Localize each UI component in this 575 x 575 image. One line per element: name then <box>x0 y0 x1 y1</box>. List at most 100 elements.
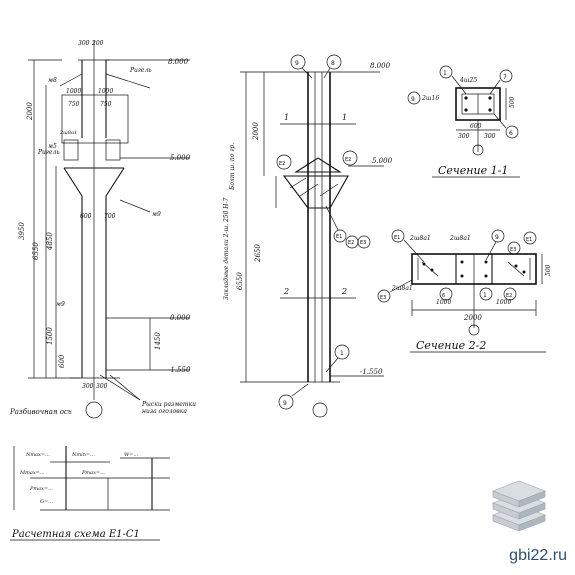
label-razb-axis: Разбивочная ось <box>9 408 72 416</box>
section-2-2 <box>377 229 546 353</box>
elev-bottom-left: -1.550 <box>168 366 191 374</box>
dim-2000: 2000 <box>26 102 34 121</box>
cut-2-right: 2 <box>341 287 347 296</box>
s22-bubble-1: 1 <box>483 292 487 299</box>
label-rigel: Ригель <box>129 67 152 74</box>
s11-note-4d25: 4ш25 <box>459 77 477 84</box>
s22-dim-500: 500 <box>545 264 552 276</box>
elev-mid-mid: 5.000 <box>372 157 393 165</box>
calc-scheme <box>10 446 170 541</box>
s22-dim-1000b: 1000 <box>496 299 511 306</box>
top-dim-a: 300 <box>78 40 90 47</box>
top-dim-b: 200 <box>91 40 104 47</box>
mid-dim-700: 700 <box>104 213 116 220</box>
section-1-1 <box>407 65 520 178</box>
label-rigel-2: Ригель <box>37 149 60 156</box>
dim-mid-2650: 2650 <box>254 244 262 263</box>
label-rebar-note: Рыски разметки <box>141 401 196 408</box>
s22-bubble-9: 9 <box>495 234 499 241</box>
left-elevation-labels: 8.000 5.000 0.000 -1.550 3950 6550 4850 … <box>9 40 196 416</box>
s22-dim-2000: 2000 <box>463 314 482 322</box>
mid-bolt-note: Болт ш. по гр. <box>229 143 236 191</box>
bubble-e2-mid: Е2 <box>348 240 354 246</box>
base-dim-300a: 300 <box>82 383 94 390</box>
s11-bubble-9: 9 <box>411 96 415 103</box>
calc-label-5: G=... <box>40 499 53 505</box>
s11-dim-300b: 300 <box>484 133 496 140</box>
middle-column-elevation <box>240 54 384 418</box>
dim-600: 600 <box>58 354 66 368</box>
label-m5: м5 <box>48 143 57 150</box>
s22-title: Сечение 2-2 <box>416 339 486 352</box>
calc-label-4: Ртах=... <box>29 486 53 492</box>
s11-bubble-1: 1 <box>443 70 447 77</box>
bubble-e2-left: Е2 <box>279 161 285 167</box>
label-m9-right: м9 <box>152 211 161 218</box>
calc-label-0: Nmax=... <box>25 452 50 458</box>
cut-1-right: 1 <box>342 113 347 122</box>
dim-4850: 4850 <box>46 232 54 251</box>
site-watermark: gbi22.ru <box>509 547 567 564</box>
section-2-2-labels: Е1 9 Е3 Е1 Е3 6 1 Е2 2000 1000 1000 500 … <box>380 234 552 352</box>
dim-1500: 1500 <box>46 327 54 345</box>
s22-bubble-e2: Е2 <box>506 293 512 299</box>
s22-dim-1000a: 1000 <box>436 299 451 306</box>
elev-mid-left: 5.000 <box>170 154 191 162</box>
s22-note-c: 2ш8а1 <box>391 285 413 292</box>
bubble-e3-mid: Е3 <box>360 240 366 246</box>
label-rebar-note-2: низа оголовка <box>142 408 187 415</box>
bubble-9-top: 9 <box>295 60 299 67</box>
dim-1450: 1450 <box>154 332 162 350</box>
calc-title: Расчетная схема Е1-С1 <box>11 529 140 540</box>
calc-label-1: Nmin=... <box>71 452 95 458</box>
label-bar-note: 2ш8а1 <box>59 130 77 136</box>
s22-bubble-6: 6 <box>442 293 445 299</box>
elev-bottom-mid: -1.550 <box>360 368 383 376</box>
s11-note-2d16: 2ш16 <box>421 95 439 102</box>
s22-bubble-e3-left: Е3 <box>380 295 386 301</box>
section-1-1-labels: 1 7 9 6 600 300 300 500 2ш16 4ш25 Сечени… <box>411 70 516 177</box>
elev-top-left: 8.000 <box>168 58 189 66</box>
cut-1-left: 1 <box>284 113 289 122</box>
calc-scheme-labels: Nmax=... Nmin=... Mmax=... Pmax=... Ртах… <box>11 452 140 540</box>
s11-dim-300a: 300 <box>458 133 470 140</box>
dim-mid-2000: 2000 <box>252 122 260 141</box>
base-dim-300b: 300 <box>96 383 108 390</box>
top-dim-1000b: 1000 <box>98 88 113 95</box>
elev-zero-left: 0.000 <box>170 314 191 322</box>
bubble-1-mid: 1 <box>340 350 344 357</box>
dim-mid-6550: 6550 <box>236 272 244 290</box>
top-dim-750a: 750 <box>68 101 80 108</box>
bubble-9-bottom: 9 <box>283 400 287 407</box>
s22-bubble-e3: Е3 <box>510 247 516 253</box>
bubble-8-top: 8 <box>331 60 335 67</box>
s22-bubble-e1-right: Е1 <box>526 237 532 243</box>
s11-bubble-7: 7 <box>503 74 507 81</box>
s22-bubble-e1-left: Е1 <box>394 235 400 241</box>
left-column-elevation <box>28 40 190 419</box>
s22-note-a: 2ш8а1 <box>409 235 431 242</box>
bubble-e2-right: Е2 <box>345 157 351 163</box>
dim-6550: 6550 <box>32 242 40 260</box>
dim-3950: 3950 <box>18 222 26 240</box>
s11-dim-500: 500 <box>509 96 516 108</box>
s11-title: Сечение 1-1 <box>438 164 508 177</box>
elev-top-mid: 8.000 <box>370 62 391 70</box>
s11-dim-600: 600 <box>470 123 482 130</box>
cut-2-left: 2 <box>283 287 289 296</box>
s22-note-b: 2ш8а1 <box>449 235 471 242</box>
calc-label-3: Pmax=... <box>81 470 105 476</box>
label-m8: м8 <box>48 77 57 84</box>
layered-slabs-icon <box>489 475 549 535</box>
s11-bubble-6: 6 <box>509 130 513 137</box>
label-m9-low: м9 <box>56 301 65 308</box>
top-dim-750b: 750 <box>100 101 112 108</box>
mid-vertical-note: Закладные детали 2-ш. 250 Н-7 <box>223 197 230 300</box>
mid-dim-600: 600 <box>80 213 92 220</box>
calc-label-6: W=... <box>124 452 139 458</box>
middle-elevation-labels: 8.000 5.000 -1.550 2000 2650 6550 Заклад… <box>223 60 393 407</box>
calc-label-2: Mmax=... <box>19 470 45 476</box>
bubble-e1-mid: Е1 <box>336 234 342 240</box>
top-dim-1000a: 1000 <box>66 88 81 95</box>
